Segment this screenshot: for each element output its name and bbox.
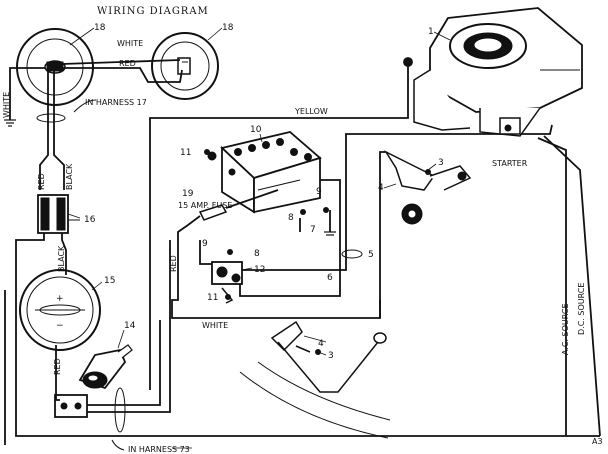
label-red-top: RED xyxy=(119,59,136,68)
source-lines xyxy=(537,135,601,437)
label-yellow: YELLOW xyxy=(294,107,328,116)
minus-symbol: − xyxy=(56,321,64,331)
callout-16: 16 xyxy=(84,215,96,225)
ammeter-15 xyxy=(19,269,101,351)
callout-5: 5 xyxy=(368,250,374,260)
label-starter: STARTER xyxy=(492,159,528,168)
label-in-harness-73: IN HARNESS 73 xyxy=(128,445,190,454)
label-white-bottom: WHITE xyxy=(202,321,228,330)
switch-assembly-upper xyxy=(379,150,472,225)
headlight-left xyxy=(16,28,94,106)
label-white-left: WHITE xyxy=(2,92,11,118)
label-fuse: 15 AMP. FUSE xyxy=(178,201,232,210)
callout-9-lower: 9 xyxy=(202,239,208,249)
callout-8-upper: 8 xyxy=(288,213,294,223)
label-black-left: BLACK xyxy=(65,163,74,190)
lever-assembly-lower xyxy=(239,300,391,439)
callout-19: 19 xyxy=(182,189,194,199)
plus-symbol: + xyxy=(56,294,64,304)
label-white-top: WHITE xyxy=(117,39,143,48)
terminal-block xyxy=(54,240,171,451)
ground-symbol-battery xyxy=(324,231,336,236)
label-red-left: RED xyxy=(37,173,46,190)
callout-9-upper: 9 xyxy=(316,187,322,197)
ground-symbol-left xyxy=(4,119,16,127)
callout-3-lower: 3 xyxy=(328,351,334,361)
label-dc-source: D.C. SOURCE xyxy=(577,283,586,335)
label-ac-source: A.C. SOURCE xyxy=(561,303,570,355)
headlight-right xyxy=(151,32,219,100)
callout-leaders xyxy=(67,27,451,449)
callout-1: 1 xyxy=(428,27,434,37)
key-switch-14 xyxy=(78,344,133,390)
battery-10 xyxy=(207,131,322,214)
battery-detail xyxy=(257,179,301,191)
connector-16 xyxy=(37,194,80,234)
callout-11-lower: 11 xyxy=(207,293,218,303)
callout-3-upper: 3 xyxy=(438,158,444,168)
callout-11-upper: 11 xyxy=(180,148,191,158)
headlight-wires xyxy=(9,59,183,120)
label-red-lower: RED xyxy=(53,358,62,375)
callout-14: 14 xyxy=(124,321,136,331)
harness-17 xyxy=(36,70,97,190)
label-black-mid: BLACK xyxy=(57,245,66,272)
callout-7: 7 xyxy=(310,225,316,235)
left-wiring xyxy=(4,233,600,445)
callout-10: 10 xyxy=(250,125,262,135)
harness-5-marker xyxy=(341,249,363,259)
callout-4-lower: 4 xyxy=(318,339,324,349)
label-in-harness-17: IN HARNESS 17 xyxy=(85,98,147,107)
fuse-19 xyxy=(187,189,279,226)
callout-18-left: 18 xyxy=(94,23,106,33)
callout-4-upper: 4 xyxy=(378,183,384,193)
callout-6: 6 xyxy=(327,273,333,283)
label-page-ref: A3 xyxy=(592,437,603,446)
solenoid-12 xyxy=(211,261,243,304)
diagram-title: WIRING DIAGRAM xyxy=(97,6,209,17)
label-red-mid: RED xyxy=(169,255,178,272)
engine-1 xyxy=(413,7,583,137)
callout-18-right: 18 xyxy=(222,23,234,33)
callout-8-lower: 8 xyxy=(254,249,260,259)
callout-15: 15 xyxy=(104,276,115,286)
yellow-wire xyxy=(149,57,413,390)
callout-12: 12 xyxy=(254,265,265,275)
